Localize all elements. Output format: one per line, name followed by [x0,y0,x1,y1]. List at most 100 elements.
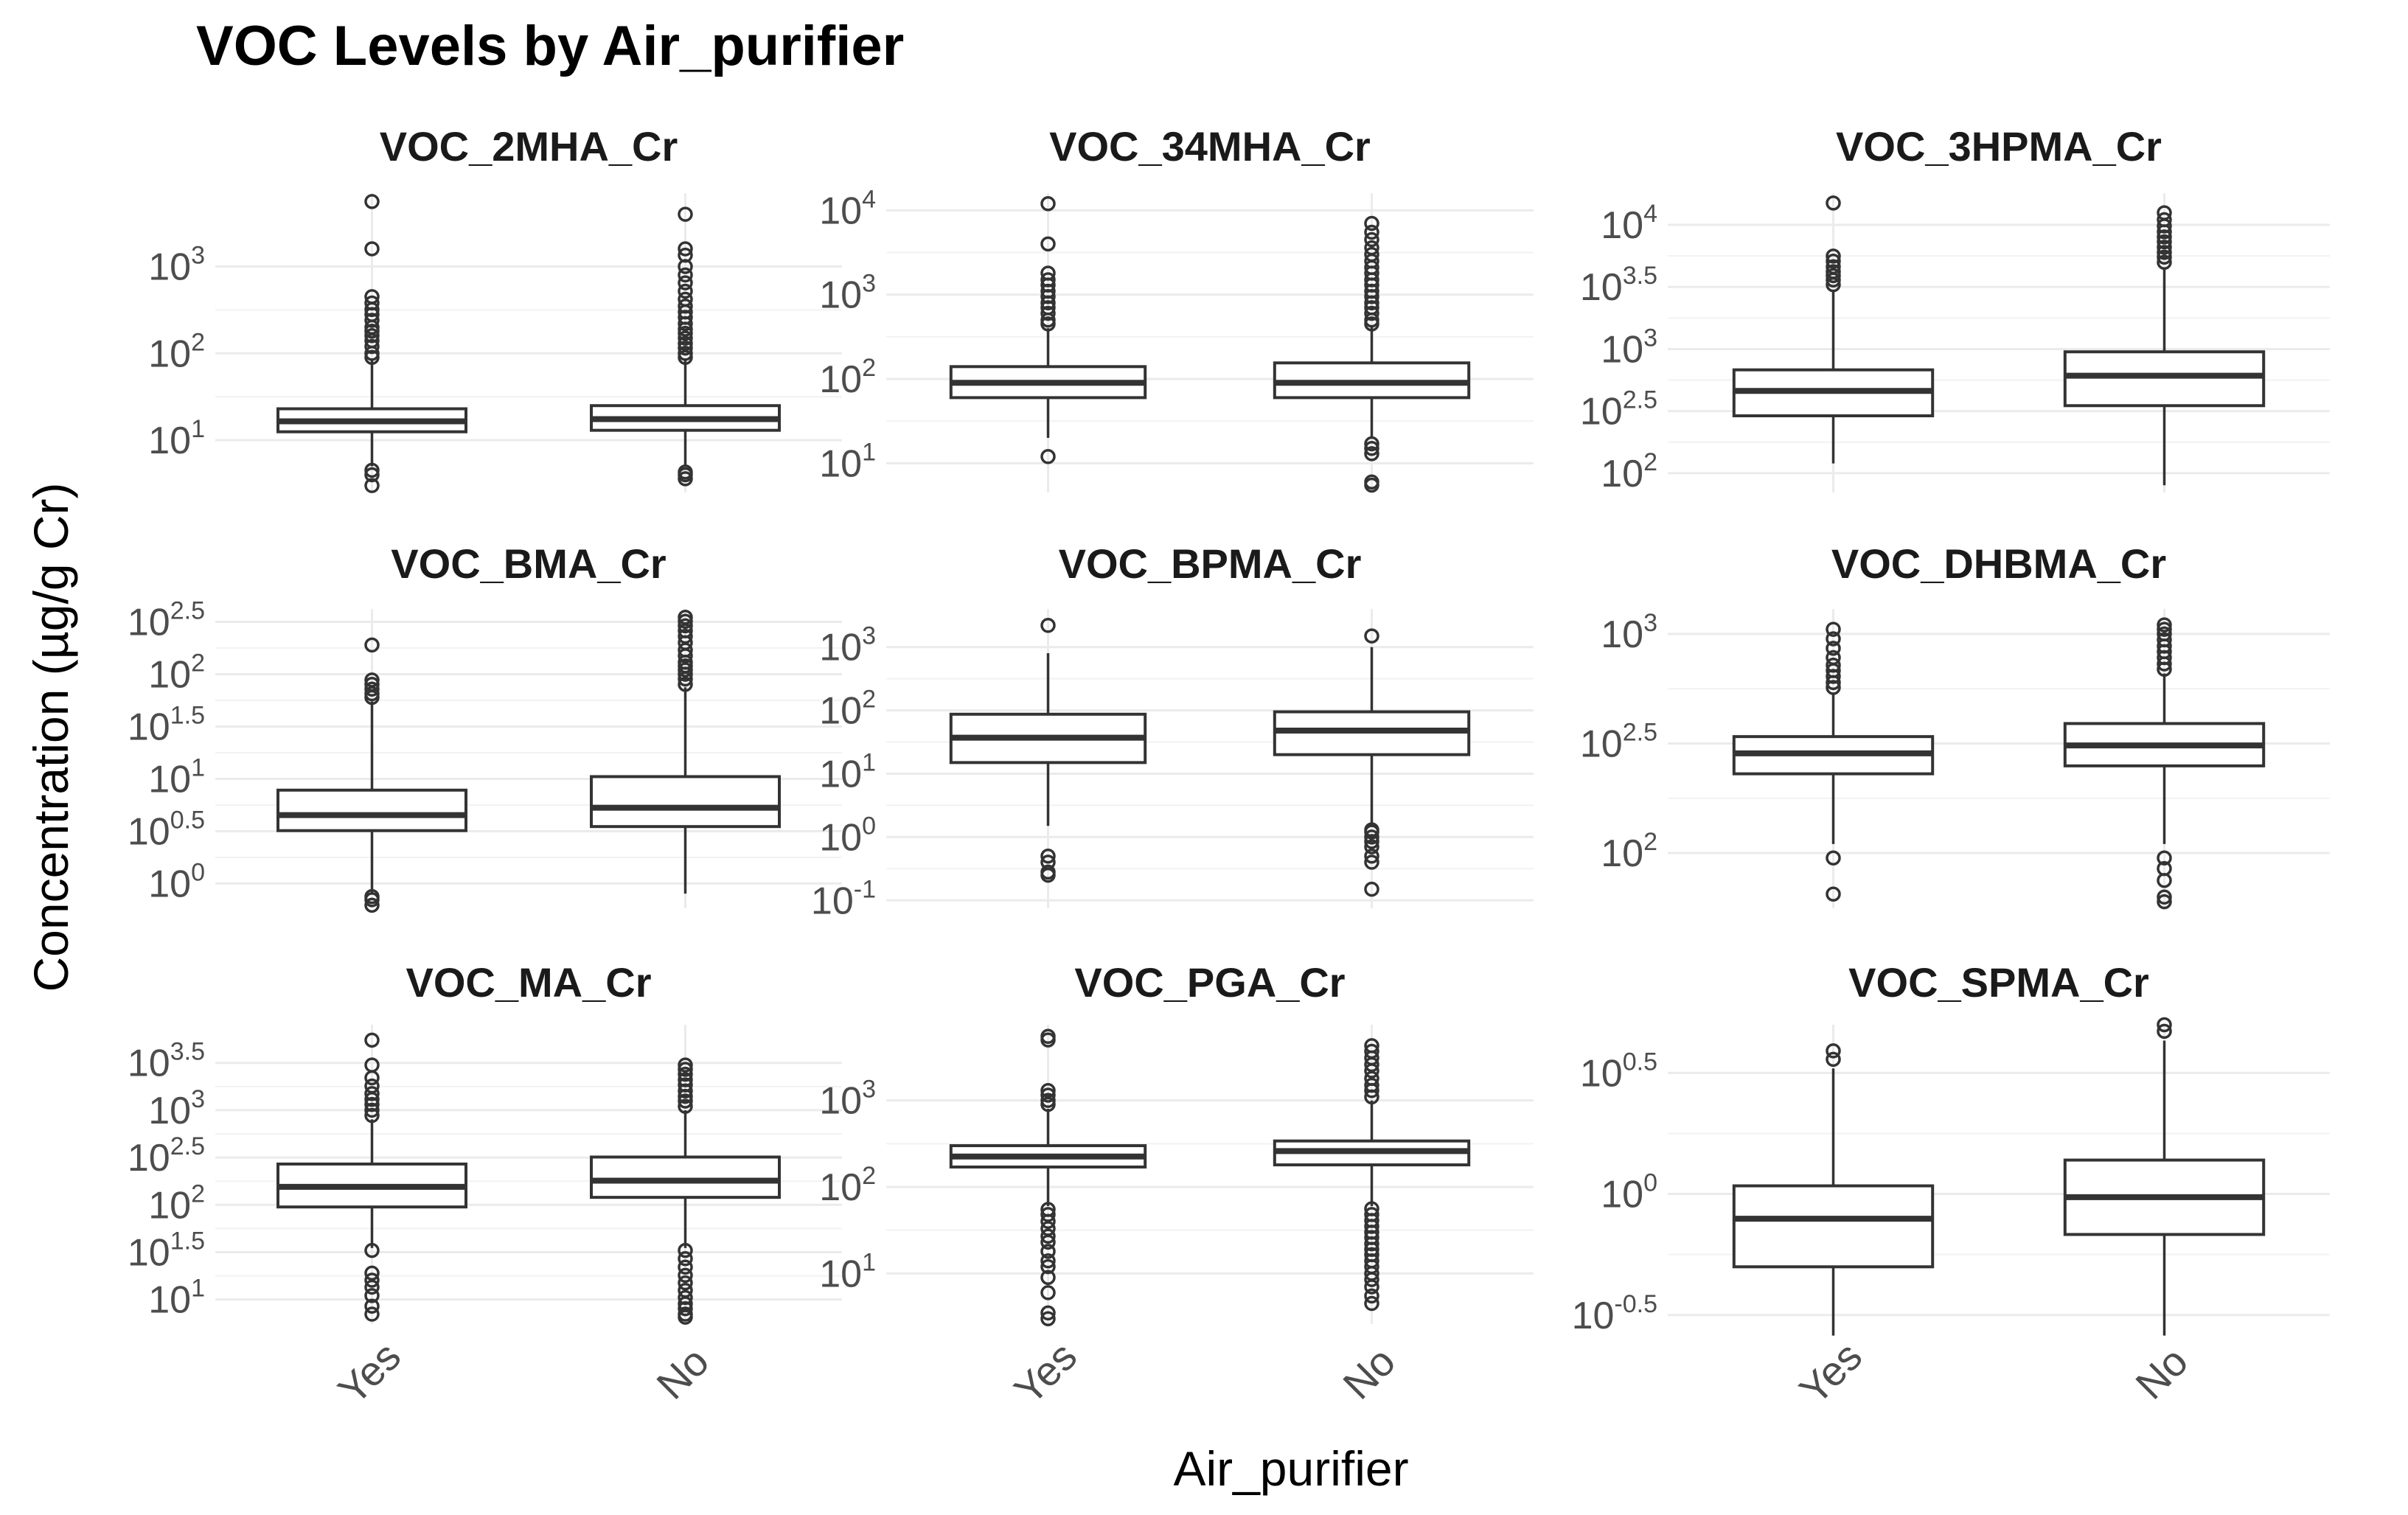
outlier-point [364,1096,380,1112]
outlier-point [364,478,380,493]
outlier-point [1364,1201,1379,1216]
outlier-point [2157,1023,2172,1039]
outlier-point [1826,195,1841,211]
y-tick-label: 101 [148,415,205,462]
outlier-point [364,295,380,311]
x-tick-label: Yes [329,1333,409,1413]
outlier-point [1826,669,1841,684]
outlier-point [1364,246,1379,262]
outlier-point [1364,848,1379,864]
facet-strip-label: VOC_PGA_Cr [1074,959,1345,1006]
outlier-point [1040,1270,1056,1285]
y-tick-label: 103 [1601,609,1657,656]
box-No [1273,1038,1471,1312]
box-No [2063,205,2266,486]
outlier-point [1040,864,1056,880]
y-tick-label: 103 [819,622,876,669]
outlier-point [1826,850,1841,866]
outlier-point [1826,658,1841,673]
outlier-point [364,1078,380,1094]
outlier-point [1826,1043,1841,1059]
outlier-point [364,1279,380,1295]
outlier-point [364,194,380,209]
y-tick-label: 10-0.5 [1572,1290,1657,1337]
outlier-point [678,346,693,361]
outlier-point [1364,231,1379,248]
y-tick-label: 102 [819,1162,876,1209]
outlier-point [364,338,380,355]
outlier-point [2157,229,2172,245]
y-tick-label: 103.5 [128,1038,205,1085]
outlier-point [1826,621,1841,637]
box-No [1273,215,1471,493]
outlier-point [678,310,693,325]
outlier-point [2157,205,2172,220]
outlier-point [678,1259,693,1275]
outlier-point [364,888,380,905]
outlier-point [364,328,380,344]
outlier-point [678,1300,693,1317]
y-tick-label: 102 [1601,828,1657,875]
y-tick-label: 101 [819,1248,876,1295]
outlier-point [1364,822,1379,837]
outlier-point [364,1272,380,1288]
outlier-point [678,275,693,290]
outlier-point [1364,829,1379,845]
outlier-point [1826,259,1841,275]
outlier-point [678,1057,693,1073]
outlier-point [1040,1258,1056,1275]
outlier-point [364,681,380,697]
box-No [2063,617,2266,910]
outlier-point [364,241,380,257]
outlier-point [1040,1028,1056,1045]
outlier-point [1040,1311,1056,1326]
outlier-point [1826,680,1841,695]
outlier-point [1040,196,1056,212]
chart-title: VOC Levels by Air_purifier [196,15,904,77]
x-axis-title: Air_purifier [1173,1441,1408,1496]
outlier-point [1040,1093,1056,1108]
y-tick-label: 103.5 [1580,262,1657,309]
outlier-point [364,672,380,688]
outlier-point [1826,254,1841,269]
y-tick-label: 103 [819,1076,876,1123]
outlier-point [678,1306,693,1322]
y-tick-label: 101.5 [128,1227,205,1274]
outlier-point [678,267,693,283]
outlier-point [1040,265,1056,281]
facet-strip-label: VOC_2MHA_Cr [380,123,678,170]
y-tick-label: 104 [819,185,876,232]
y-tick-label: 102 [1601,448,1657,495]
outlier-point [678,464,693,480]
outlier-point [2157,850,2172,866]
y-tick-label: 103 [1601,324,1657,371]
outlier-point [1364,1038,1379,1053]
outlier-point [364,462,380,478]
outlier-point [1364,1207,1379,1222]
y-axis-title: Concentration (µg/g Cr) [24,483,78,992]
outlier-point [678,247,693,263]
outlier-point [1364,446,1379,462]
outlier-point [678,335,693,352]
y-tick-label: 102.5 [128,596,205,644]
y-tick-label: 104 [1601,200,1657,247]
y-tick-label: 100 [819,812,876,859]
outlier-point [2157,621,2172,637]
outlier-point [678,340,693,356]
outlier-point [1040,1207,1056,1222]
outlier-point [1040,618,1056,633]
outlier-point [1364,474,1379,490]
outlier-point [678,609,693,625]
x-tick-label: No [647,1338,717,1408]
outlier-point [1040,1253,1056,1269]
outlier-point [1826,264,1841,279]
outlier-point [678,1251,693,1267]
outlier-point [2157,889,2172,905]
y-tick-label: 103 [819,270,876,317]
facet-strip-label: VOC_DHBMA_Cr [1831,540,2166,587]
x-tick-label: No [2126,1338,2196,1408]
y-tick-label: 102.5 [1580,386,1657,433]
box-No [590,206,781,487]
